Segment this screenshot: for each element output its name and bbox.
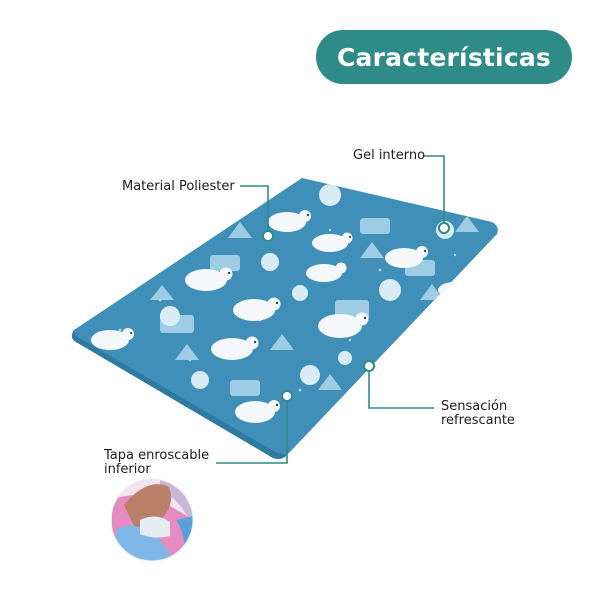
label-sensacion-line2: refrescante <box>441 413 515 428</box>
callout-dot-tapa <box>281 390 293 402</box>
screw-cap-detail-photo-icon <box>111 479 193 561</box>
title-pill: Características <box>316 30 572 84</box>
label-tapa-line1: Tapa enroscable <box>104 448 210 463</box>
callout-dot-gel <box>438 222 450 234</box>
label-gel-interno: Gel interno <box>353 148 426 163</box>
label-sensacion-refrescante: Sensación refrescante <box>441 400 515 428</box>
label-tapa-line2: inferior <box>104 462 151 477</box>
page-title: Características <box>336 42 551 72</box>
label-material-poliester: Material Poliester <box>122 179 235 194</box>
label-sensacion-line1: Sensación <box>441 399 508 414</box>
gel-mat <box>71 178 498 459</box>
callout-dot-material <box>262 230 274 242</box>
label-tapa-enroscable: Tapa enroscable inferior <box>104 449 209 477</box>
callout-dot-sensacion <box>363 360 375 372</box>
